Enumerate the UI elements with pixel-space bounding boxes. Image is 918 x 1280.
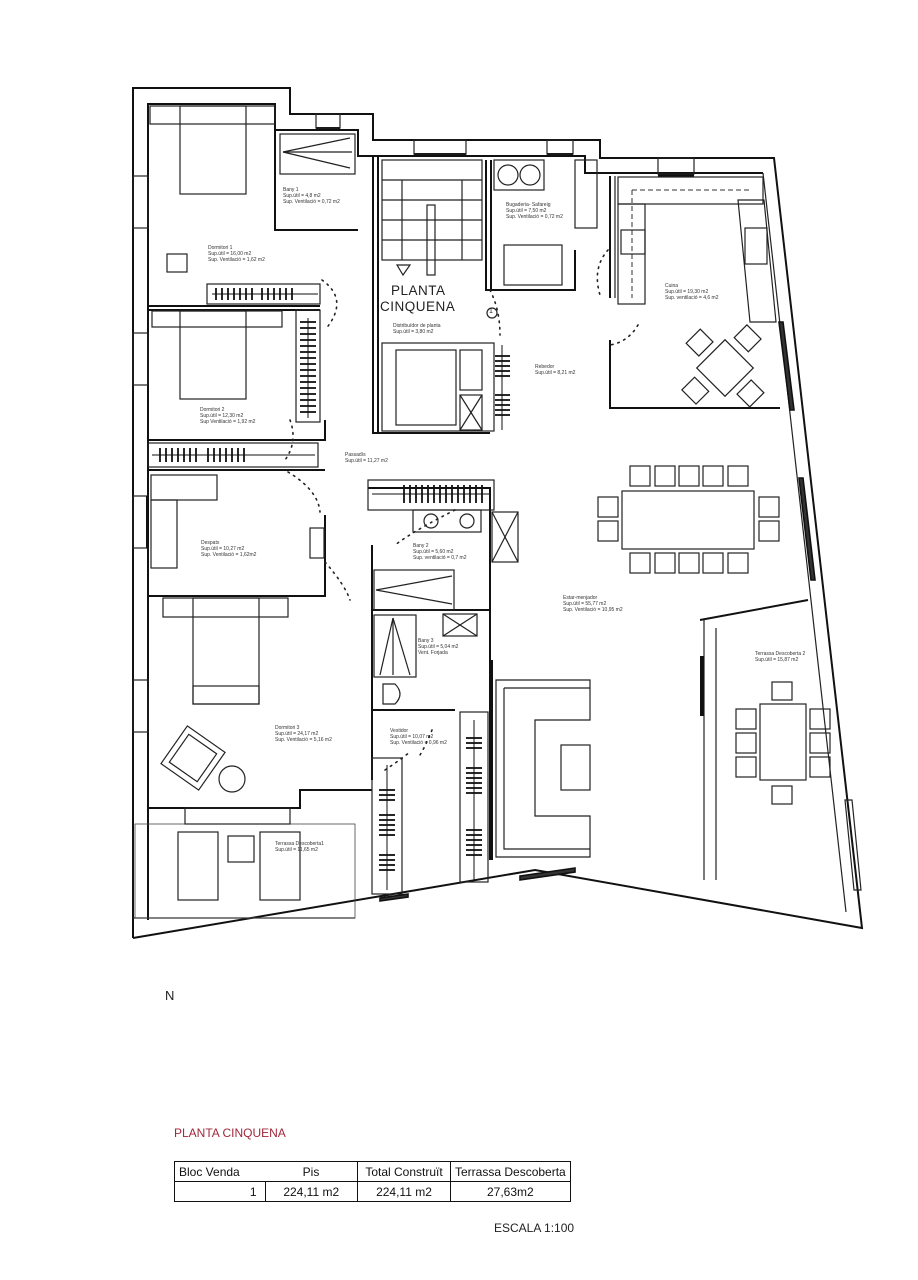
room-label-bany-3: Bany 3 Sup.útil = 5,04 m2 Vent. Forjada [418,638,458,656]
room-area: Sup.útil = 10,27 m2 [201,546,245,552]
room-name: Bany 2 [413,543,429,549]
exterior-walls [132,87,864,939]
header-terrassa-descoberta: Terrassa Descoberta [450,1161,571,1182]
room-label-terrassa-2: Terrassa Descoberta 2 Sup.útil = 15,87 m… [755,651,805,663]
room-ventilation: Sup. Ventilació = 0,72 m2 [506,214,563,220]
room-label-rebedor: Rebedor Sup.útil = 8,21 m2 [535,364,575,376]
cell-terrassa-descoberta: 27,63m2 [450,1181,571,1202]
room-area: Sup.útil = 11,65 m2 [275,847,318,853]
header-bloc-venda: Bloc Venda [174,1161,265,1182]
plan-title-line1: PLANTA [391,283,446,298]
room-name: Despatx [201,540,220,546]
section-title: PLANTA CINQUENA [174,1126,286,1140]
room-label-bugaderia: Bugaderia- Safareig Sup.útil = 7,50 m2 S… [506,202,563,220]
room-label-bany-2: Bany 2 Sup.útil = 5,60 m2 Sup. ventilaci… [413,543,467,561]
table-row: 1 224,11 m2 224,11 m2 27,63m2 [174,1181,571,1202]
room-label-passadis: Passadís Sup.útil = 11,27 m2 [345,452,388,464]
room-label-despatx: Despatx Sup.útil = 10,27 m2 Sup. Ventila… [201,540,256,558]
room-ventilation: Sup. Ventilació = 0,72 m2 [283,199,340,205]
header-total-construit: Total Construït [357,1161,451,1182]
room-name: Terrassa Descoberta1 [275,841,324,847]
room-label-distribuidor: Distribuïdor de planta Sup.útil = 3,80 m… [393,323,441,335]
room-name: Dormitori 3 [275,725,300,731]
interior-walls [148,130,809,880]
room-area: Sup.útil = 5,04 m2 [418,644,459,650]
cell-pis: 224,11 m2 [264,1181,358,1202]
door-swings [284,249,639,771]
room-name: Passadís [345,452,366,458]
room-name: Bugaderia- Safareig [506,202,551,208]
room-label-estar-menjador: Estar-menjador Sup.útil = 55,77 m2 Sup. … [563,595,623,613]
room-area: Sup.útil = 19,30 m2 [665,289,709,295]
room-area: Sup.útil = 11,27 m2 [345,458,388,464]
furniture [134,105,831,919]
room-area: Sup.útil = 15,87 m2 [755,657,799,663]
room-label-dormitori-2: Dormitori 2 Sup.útil = 12,30 m2 Sup Vent… [200,407,255,425]
scale-label: ESCALA 1:100 [494,1221,575,1235]
staircase [381,159,483,277]
room-ventilation: Sup. Ventilació = 10,95 m2 [563,607,623,613]
stair-number: 1 [489,308,493,315]
room-name: Estar-menjador [563,595,598,601]
room-label-cuina: Cuina Sup.útil = 19,30 m2 Sup. ventilaci… [665,283,719,301]
cell-bloc-venda: 1 [174,1181,266,1202]
room-name: Cuina [665,283,679,289]
room-name: Terrassa Descoberta 2 [755,651,806,657]
area-summary-table: Bloc Venda Pis Total Construït Terrassa … [174,1161,571,1202]
room-name: Bany 3 [418,638,434,644]
room-name: Dormitori 2 [200,407,225,413]
room-ventilation: Sup Ventilació = 1,92 m2 [200,419,256,425]
room-name: Rebedor [535,364,555,370]
room-area: Sup.útil = 4,8 m2 [283,193,321,199]
table-header-row: Bloc Venda Pis Total Construït Terrassa … [174,1161,571,1182]
room-ventilation: Sup. Ventilació = 0,96 m2 [390,740,447,746]
room-ventilation: Sup. ventilació = 4,6 m2 [665,295,719,301]
room-ventilation: Vent. Forjada [418,650,448,656]
windows [132,113,862,902]
room-ventilation: Sup. Ventilació = 1,62 m2 [208,257,265,263]
floor-plan-drawing [132,87,864,939]
room-area: Sup.útil = 8,21 m2 [535,370,576,376]
room-area: Sup.útil = 16,00 m2 [208,251,252,257]
plan-title-line2: CINQUENA [380,299,456,314]
north-label: N [165,988,175,1003]
room-area: Sup.útil = 5,60 m2 [413,549,454,555]
room-label-dormitori-1: Dormitori 1 Sup.útil = 16,00 m2 Sup. Ven… [208,245,265,263]
room-label-terrassa-1: Terrassa Descoberta1 Sup.útil = 11,65 m2 [275,841,324,853]
room-label-dormitori-3: Dormitori 3 Sup.útil = 24,17 m2 Sup. Ven… [275,725,332,743]
room-area: Sup.útil = 10,07 m2 [390,734,434,740]
room-name: Vestidor [390,728,409,734]
room-label-bany-1: Bany 1 Sup.útil = 4,8 m2 Sup. Ventilació… [283,187,340,205]
room-area: Sup.útil = 3,80 m2 [393,329,434,335]
header-pis: Pis [265,1161,358,1182]
wardrobe-hangers [152,288,510,890]
room-ventilation: Sup. Ventilació = 5,16 m2 [275,737,332,743]
room-area: Sup.útil = 12,30 m2 [200,413,244,419]
room-area: Sup.útil = 24,17 m2 [275,731,319,737]
room-area: Sup.útil = 7,50 m2 [506,208,547,214]
plan-title: PLANTA CINQUENA [380,283,455,315]
cell-total-construit: 224,11 m2 [357,1181,451,1202]
room-ventilation: Sup. ventilació = 0,7 m2 [413,555,467,561]
room-ventilation: Sup. Ventilació = 1,62m2 [201,552,257,558]
room-label-vestidor: Vestidor Sup.útil = 10,07 m2 Sup. Ventil… [390,728,447,746]
room-name: Bany 1 [283,187,299,193]
room-area: Sup.útil = 55,77 m2 [563,601,607,607]
room-name: Distribuïdor de planta [393,323,441,329]
room-name: Dormitori 1 [208,245,233,251]
